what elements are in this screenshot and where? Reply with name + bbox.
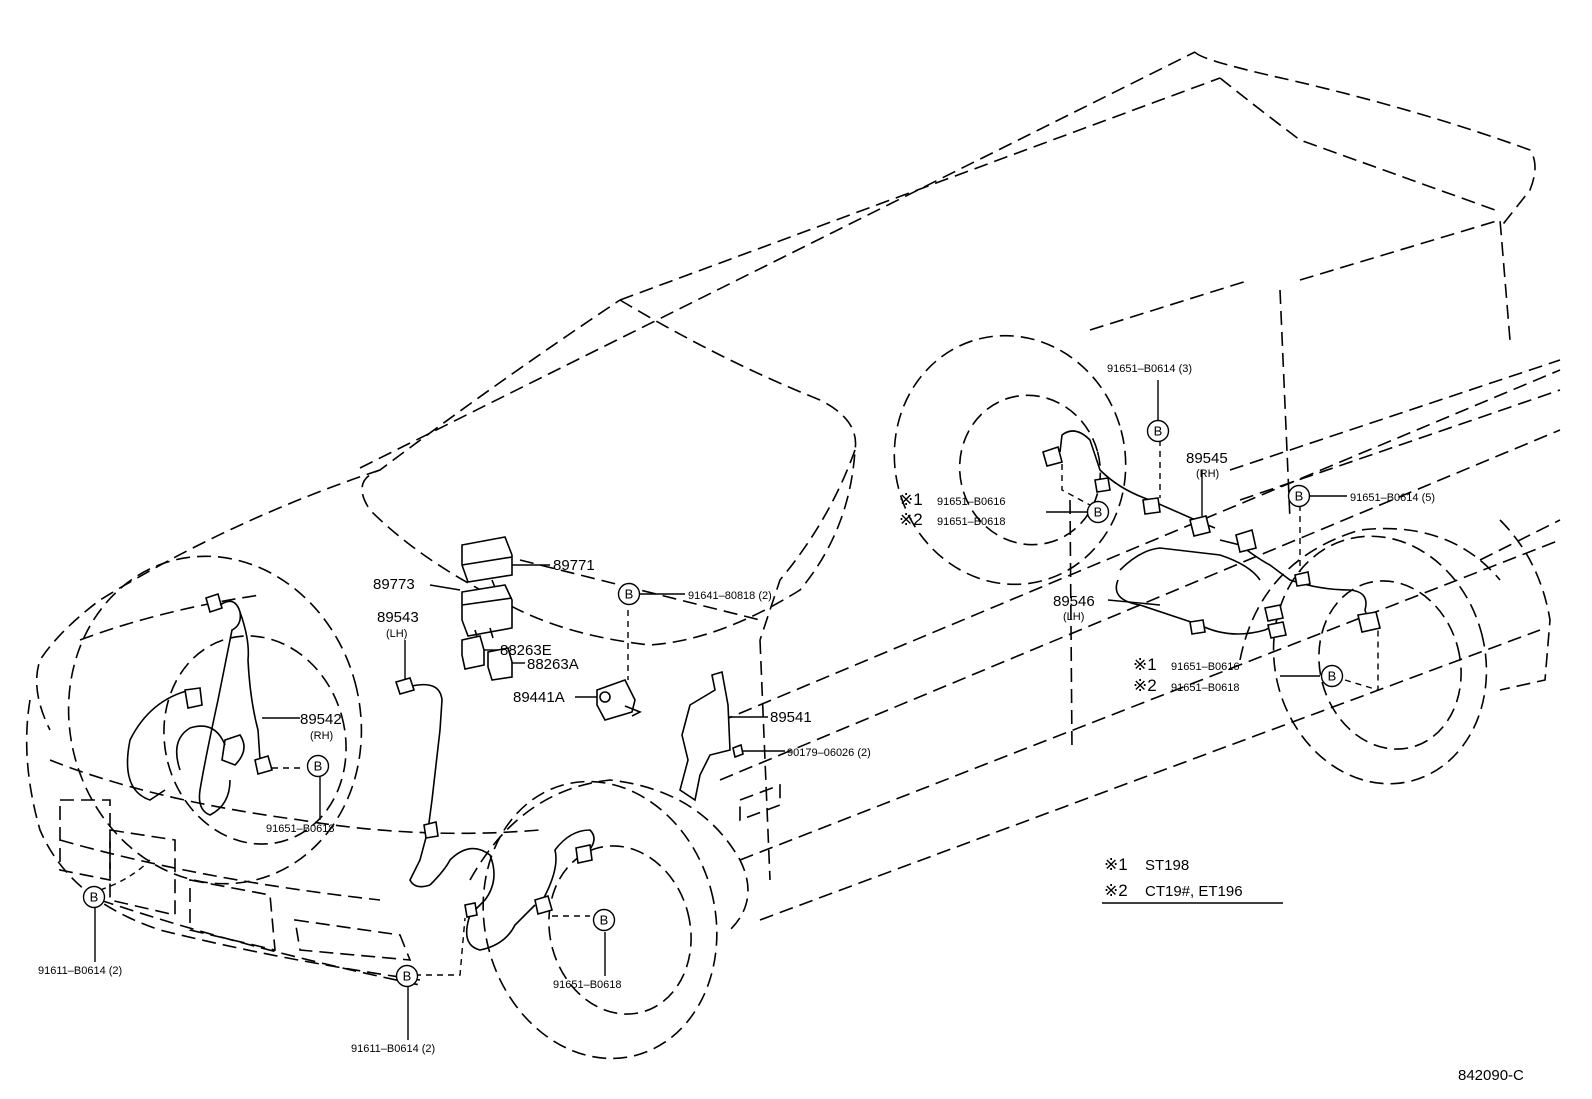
label-mark1-rear-right: ※1 xyxy=(1133,655,1157,674)
note1-text: ST198 xyxy=(1145,857,1189,874)
label-89546-side: (LH) xyxy=(1063,611,1084,623)
label-rr-right-bolt: 91651–B0614 (5) xyxy=(1350,492,1435,504)
label-88263A: 88263A xyxy=(527,656,579,673)
bolt-mark-label: B xyxy=(1094,505,1103,520)
bolt-mark-bumper-left: B xyxy=(82,885,106,909)
label-89773: 89773 xyxy=(373,576,415,593)
bolt-mark-label: B xyxy=(314,759,323,774)
bolt-mark-label: B xyxy=(625,587,634,602)
relay-box-89771 xyxy=(461,536,550,591)
label-mark1-rear-left: ※1 xyxy=(899,490,923,509)
bolt-mark-label: B xyxy=(90,890,99,905)
label-rr-right-s1: 91651–B0616 xyxy=(1171,661,1240,673)
notes-legend: ※1 ST198 ※2 CT19#, ET196 xyxy=(1102,855,1283,904)
front-right-speed-sensor-89542 xyxy=(126,592,305,816)
label-rr-top-bolt: 91651–B0614 (3) xyxy=(1107,363,1192,375)
label-fr-bumper-left: 91611–B0614 (2) xyxy=(38,965,122,977)
relay-88263A xyxy=(487,647,525,681)
label-fr-left-bolt: 91651–B0618 xyxy=(553,979,622,991)
bolt-mark-bumper-center: B xyxy=(395,964,419,988)
label-89543-side: (LH) xyxy=(386,628,407,640)
bolt-mark-label: B xyxy=(600,913,609,928)
label-89546: 89546 xyxy=(1053,593,1095,610)
label-rr-left-s1: 91651–B0616 xyxy=(937,496,1006,508)
abs-actuator-89773 xyxy=(429,584,513,641)
bolt-leaders xyxy=(94,380,1347,1040)
label-89545-side: (RH) xyxy=(1196,468,1219,480)
bolt-mark-front-left: B xyxy=(592,908,616,932)
deceleration-sensor-89441A xyxy=(575,610,642,721)
rear-right-speed-sensor-89545 xyxy=(1042,430,1216,537)
bolt-mark-rear-left: B xyxy=(1086,500,1110,524)
bolt-mark-actuator: B xyxy=(617,582,641,606)
note1-code: ※1 xyxy=(1104,855,1128,874)
label-fr-bumper-center: 91611–B0614 (2) xyxy=(351,1043,435,1055)
bolt-mark-label: B xyxy=(1154,424,1163,439)
label-89545: 89545 xyxy=(1186,450,1228,467)
car-body-outline xyxy=(25,51,1561,986)
label-rr-right-s2: 91651–B0618 xyxy=(1171,682,1240,694)
label-90179: 90179–06026 (2) xyxy=(787,747,871,759)
label-89541: 89541 xyxy=(770,709,812,726)
label-89542-side: (RH) xyxy=(310,730,333,742)
bolt-mark-rear-right-bottom: B xyxy=(1320,664,1344,688)
label-89542: 89542 xyxy=(300,711,342,728)
label-89543: 89543 xyxy=(377,609,419,626)
label-mark2-rear-left: ※2 xyxy=(899,510,923,529)
label-mark2-rear-right: ※2 xyxy=(1133,676,1157,695)
label-rr-left-s2: 91651–B0618 xyxy=(937,516,1006,528)
diagram-id: 842090-C xyxy=(1458,1067,1524,1084)
wheels xyxy=(67,334,1488,1060)
bolt-mark-rear-right-top: B xyxy=(1287,484,1311,508)
bolt-mark-label: B xyxy=(1328,669,1337,684)
bolt-mark-front-right: B xyxy=(306,754,330,778)
label-89771: 89771 xyxy=(553,557,595,574)
bolt-mark-label: B xyxy=(1295,489,1304,504)
relay-88263E xyxy=(461,635,498,670)
bolt-mark-rear-top: B xyxy=(1146,419,1170,443)
label-88263E: 88263E xyxy=(500,642,552,659)
rear-left-speed-sensor-89546 xyxy=(1107,505,1381,691)
bolt-mark-label: B xyxy=(403,969,412,984)
label-fr-right-bolt: 91651–B0618 xyxy=(266,823,335,835)
note2-text: CT19#, ET196 xyxy=(1145,883,1243,900)
label-89441A: 89441A xyxy=(513,689,565,706)
note2-code: ※2 xyxy=(1104,881,1128,900)
bracket-89541 xyxy=(679,670,785,802)
part-labels: 89771 89773 88263E 88263A 89441A 89543 (… xyxy=(38,363,1435,1055)
front-left-speed-sensor-89543 xyxy=(394,640,595,951)
label-91641: 91641–80818 (2) xyxy=(688,590,772,602)
